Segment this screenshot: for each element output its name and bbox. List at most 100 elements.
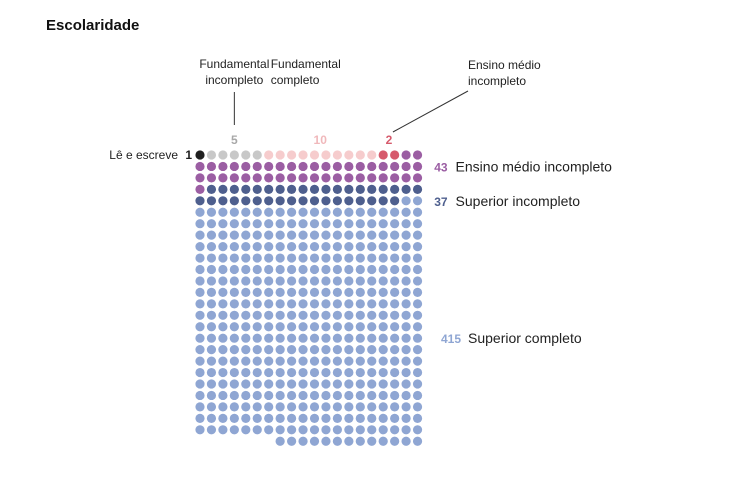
waffle-dot bbox=[195, 253, 205, 263]
waffle-dot bbox=[206, 196, 217, 206]
waffle-dot bbox=[195, 242, 205, 252]
waffle-dot bbox=[332, 264, 342, 275]
waffle-dot bbox=[195, 402, 205, 412]
waffle-dot bbox=[309, 276, 320, 286]
waffle-dot bbox=[287, 356, 297, 366]
waffle-dot bbox=[344, 184, 354, 194]
waffle-dot bbox=[195, 161, 205, 172]
waffle-dot bbox=[332, 150, 342, 160]
waffle-dot bbox=[264, 161, 274, 172]
waffle-dot bbox=[355, 242, 365, 252]
waffle-dot bbox=[390, 287, 400, 297]
waffle-dot bbox=[298, 173, 308, 183]
waffle-dot bbox=[390, 402, 400, 412]
waffle-dot bbox=[287, 150, 297, 160]
waffle-dot bbox=[412, 207, 423, 217]
waffle-dot bbox=[298, 345, 308, 355]
waffle-dot bbox=[309, 333, 320, 343]
waffle-dot bbox=[298, 219, 308, 229]
waffle-dot bbox=[412, 379, 423, 389]
waffle-dot bbox=[344, 207, 354, 217]
waffle-dot bbox=[264, 379, 274, 389]
category-label: Lê e escreve bbox=[109, 148, 178, 162]
waffle-dot bbox=[390, 173, 400, 183]
waffle-dot bbox=[206, 276, 217, 286]
category-label: Superior completo bbox=[468, 330, 582, 346]
waffle-dot bbox=[390, 333, 400, 343]
waffle-dot bbox=[264, 253, 274, 263]
waffle-dot bbox=[355, 322, 365, 332]
waffle-dot bbox=[206, 322, 217, 332]
waffle-dot bbox=[287, 184, 297, 194]
waffle-dot bbox=[206, 219, 217, 229]
waffle-dot bbox=[229, 196, 239, 206]
waffle-dot bbox=[401, 264, 411, 275]
waffle-dot bbox=[206, 310, 217, 320]
waffle-dot bbox=[355, 150, 365, 160]
waffle-dot bbox=[298, 322, 308, 332]
waffle-dot bbox=[275, 322, 285, 332]
waffle-dot bbox=[378, 322, 388, 332]
waffle-dot bbox=[390, 161, 400, 172]
waffle-dot bbox=[287, 413, 297, 423]
waffle-dot bbox=[241, 242, 251, 252]
waffle-dot bbox=[218, 173, 228, 183]
waffle-dot bbox=[412, 253, 423, 263]
waffle-dot bbox=[287, 345, 297, 355]
waffle-dot bbox=[378, 173, 388, 183]
waffle-dot bbox=[241, 196, 251, 206]
category-label: Ensino médio incompleto bbox=[456, 158, 613, 174]
waffle-dot bbox=[206, 161, 217, 172]
waffle-dot bbox=[229, 402, 239, 412]
category-label: Ensino médio bbox=[468, 58, 541, 72]
waffle-dot bbox=[344, 436, 354, 446]
waffle-dot bbox=[321, 230, 331, 240]
waffle-dot bbox=[390, 425, 400, 435]
waffle-dot bbox=[287, 230, 297, 240]
waffle-dot bbox=[309, 379, 320, 389]
waffle-dot bbox=[367, 276, 377, 286]
value-label: 5 bbox=[231, 133, 238, 147]
waffle-dot bbox=[390, 150, 400, 160]
waffle-dot bbox=[229, 367, 239, 378]
waffle-dot bbox=[275, 242, 285, 252]
waffle-dot bbox=[378, 379, 388, 389]
waffle-dot bbox=[412, 287, 423, 297]
waffle-dot bbox=[321, 287, 331, 297]
waffle-dot bbox=[206, 242, 217, 252]
waffle-dot bbox=[367, 207, 377, 217]
waffle-dot bbox=[252, 402, 262, 412]
waffle-dot bbox=[206, 230, 217, 240]
waffle-dot bbox=[195, 390, 205, 401]
waffle-dot bbox=[321, 425, 331, 435]
waffle-dot bbox=[275, 150, 285, 160]
waffle-dot bbox=[321, 161, 331, 172]
waffle-dot bbox=[298, 390, 308, 401]
waffle-dot bbox=[264, 425, 274, 435]
waffle-dot bbox=[355, 196, 365, 206]
waffle-dot bbox=[218, 253, 228, 263]
waffle-dot bbox=[252, 367, 262, 378]
waffle-dot bbox=[367, 390, 377, 401]
waffle-dot bbox=[390, 379, 400, 389]
waffle-dot bbox=[206, 287, 217, 297]
waffle-dot bbox=[287, 425, 297, 435]
waffle-dot bbox=[241, 173, 251, 183]
waffle-dot bbox=[298, 242, 308, 252]
waffle-dot bbox=[241, 390, 251, 401]
waffle-dot bbox=[218, 230, 228, 240]
waffle-dot bbox=[390, 299, 400, 309]
waffle-dot bbox=[378, 345, 388, 355]
waffle-dot bbox=[401, 276, 411, 286]
waffle-dot bbox=[355, 264, 365, 275]
waffle-dot bbox=[401, 333, 411, 343]
waffle-dot bbox=[332, 299, 342, 309]
waffle-dot bbox=[218, 184, 228, 194]
waffle-dot bbox=[321, 207, 331, 217]
waffle-dot bbox=[229, 413, 239, 423]
waffle-dot bbox=[218, 390, 228, 401]
waffle-dot bbox=[355, 299, 365, 309]
waffle-dot bbox=[287, 310, 297, 320]
waffle-dot bbox=[367, 413, 377, 423]
waffle-dot bbox=[332, 356, 342, 366]
